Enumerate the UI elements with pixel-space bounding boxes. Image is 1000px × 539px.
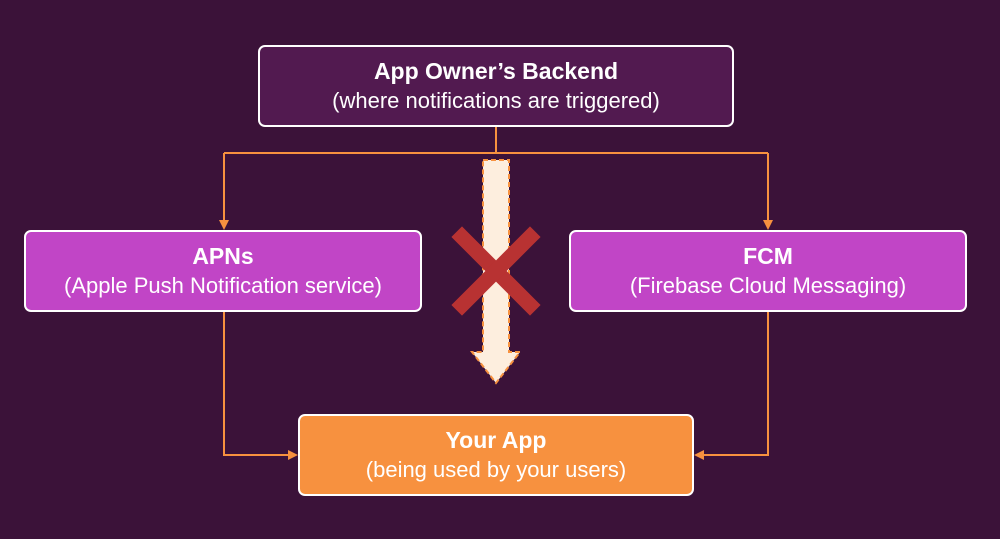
node-backend-title: App Owner’s Backend [373,57,619,84]
connector-apns-to-app [223,312,298,460]
node-your-app-subtitle: (being used by your users) [365,456,627,482]
node-backend-subtitle: (where notifications are triggered) [332,87,660,113]
node-your-app-title: Your App [445,426,547,453]
cross-icon [451,226,541,316]
node-apns: APNs (Apple Push Notification service) [24,230,422,312]
node-apns-title: APNs [192,242,254,269]
node-fcm-subtitle: (Firebase Cloud Messaging) [629,272,907,298]
node-fcm: FCM (Firebase Cloud Messaging) [569,230,967,312]
node-your-app: Your App (being used by your users) [298,414,694,496]
node-backend: App Owner’s Backend (where notifications… [258,45,734,127]
node-apns-subtitle: (Apple Push Notification service) [64,272,382,298]
node-fcm-title: FCM [743,242,793,269]
connector-fcm-to-app [694,312,769,460]
